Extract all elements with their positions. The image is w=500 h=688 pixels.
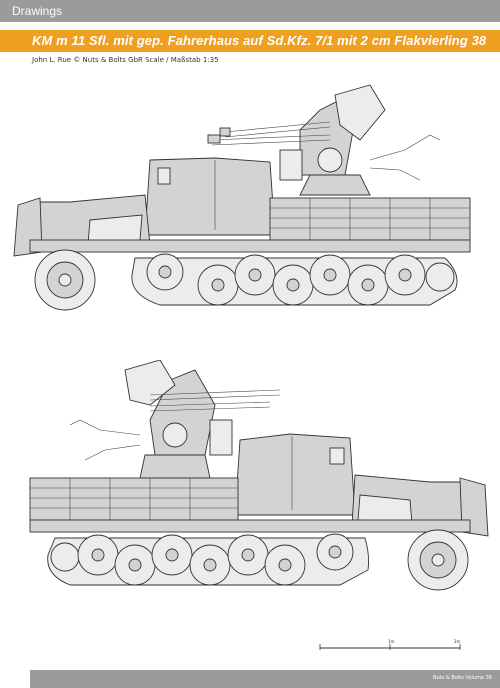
chassis-frame-right xyxy=(29,519,471,533)
road-wheels-right xyxy=(50,533,354,586)
halftrack-drawing-left-side xyxy=(0,80,500,320)
armoured-cab-right xyxy=(234,433,356,516)
halftrack-left-side-illustration xyxy=(13,84,471,311)
cargo-bed-right xyxy=(29,477,239,521)
engine-hood xyxy=(13,194,151,257)
armoured-cab xyxy=(144,157,276,236)
footer-text: Nuts & Bolts Volume 38 xyxy=(432,675,492,681)
section-label: Drawings xyxy=(12,4,63,18)
halftrack-right-side-illustration xyxy=(29,360,489,591)
drawing-credit: John L. Rue © Nuts & Bolts GbR Scale / M… xyxy=(32,56,219,64)
road-wheels xyxy=(146,253,455,306)
front-wheel xyxy=(34,249,96,311)
scale-tick-label: 2m xyxy=(454,639,461,644)
halftrack-drawing-right-side xyxy=(0,360,500,600)
engine-hood-right xyxy=(351,474,489,537)
flak-gun-mount-bottom xyxy=(69,360,281,479)
scale-bar: 1m 2m xyxy=(318,638,468,654)
section-header: Drawings xyxy=(0,0,500,22)
cargo-bed xyxy=(269,197,471,241)
scale-tick-label: 1m xyxy=(388,639,395,644)
front-wheel-right xyxy=(407,529,469,591)
chassis-frame xyxy=(29,239,471,253)
title-banner: KM m 11 Sfl. mit gep. Fahrerhaus auf Sd.… xyxy=(0,30,500,52)
flak-gun-mount-top xyxy=(207,84,441,196)
page-title: KM m 11 Sfl. mit gep. Fahrerhaus auf Sd.… xyxy=(32,33,487,48)
page-footer: Nuts & Bolts Volume 38 xyxy=(30,670,500,688)
